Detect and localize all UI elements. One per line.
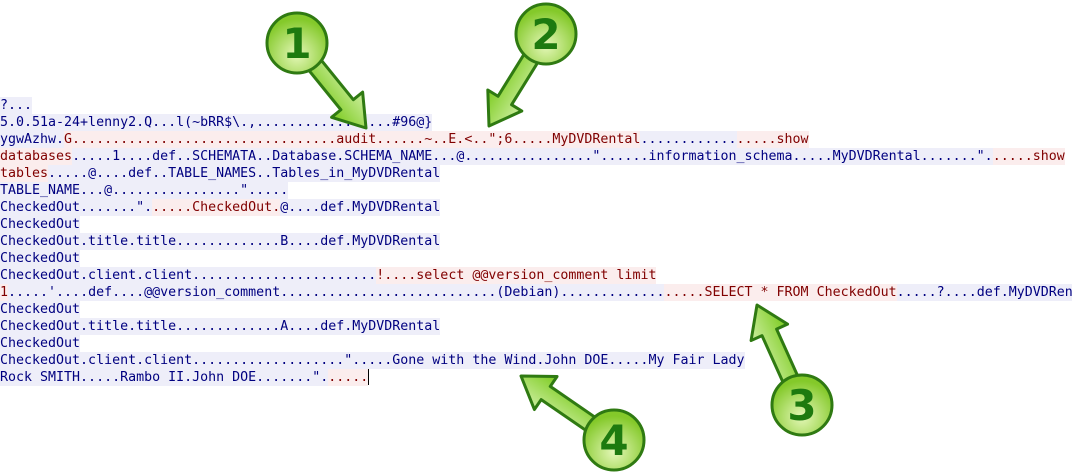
stream-line: CheckedOut......."......CheckedOut.@....… (0, 199, 1072, 216)
callout-number: 1 (282, 19, 311, 68)
callout-number: 4 (599, 416, 628, 465)
client-data-segment: ............ (640, 131, 737, 148)
client-data-segment: CheckedOut (0, 250, 81, 267)
client-data-segment: CheckedOut (0, 301, 81, 318)
stream-line: CheckedOut.title.title.............B....… (0, 233, 1072, 250)
client-data-segment: @....def.MyDVDRental (280, 199, 441, 216)
client-data-segment: .....1....def..SCHEMATA..Database.SCHEMA… (72, 148, 993, 165)
stream-line: databases.....1....def..SCHEMATA..Databa… (0, 148, 1072, 165)
callout-circle (514, 2, 578, 66)
client-data-segment: CheckedOut.client.client................… (0, 267, 377, 284)
stream-line: CheckedOut (0, 335, 1072, 352)
stream-line: ?... (0, 97, 1072, 114)
stream-line: CheckedOut (0, 250, 1072, 267)
server-data-segment: .....SELECT * FROM CheckedOut (664, 284, 897, 301)
client-data-segment: .....'....def....@@version_comment......… (8, 284, 665, 301)
client-data-segment: Rock SMITH.....Rambo II.John DOE......."… (0, 369, 329, 386)
callout-number: 3 (787, 381, 816, 430)
server-data-segment: tables (0, 165, 49, 182)
callout-4: 4 (519, 374, 646, 472)
server-data-segment: !....select @@version_comment limit (376, 267, 657, 284)
client-data-segment: CheckedOut.title.title.............B....… (0, 233, 441, 250)
client-data-segment: ygwAzhw. (0, 131, 65, 148)
client-data-segment: TABLE_NAME...@................"..... (0, 182, 289, 199)
stream-line: Rock SMITH.....Rambo II.John DOE......."… (0, 369, 1072, 386)
callout-circle (582, 408, 646, 472)
text-cursor (368, 369, 370, 385)
callout-circle (770, 373, 834, 437)
client-data-segment: CheckedOut.......". (0, 199, 153, 216)
stream-line: tables.....@....def..TABLE_NAMES..Tables… (0, 165, 1072, 182)
server-data-segment: ..... (328, 369, 369, 386)
stream-line: 5.0.51a-24+lenny2.Q...l(~bRR$\.,........… (0, 114, 1072, 131)
tcp-stream-content[interactable]: ?...5.0.51a-24+lenny2.Q...l(~bRR$\.,....… (0, 97, 1072, 386)
client-data-segment: CheckedOut (0, 216, 81, 233)
server-data-segment: G.................................audit.… (64, 131, 641, 148)
client-data-segment: ?... (0, 97, 33, 114)
client-data-segment: 5.0.51a-24+lenny2.Q...l(~bRR$\.,........… (0, 114, 433, 131)
stream-line: CheckedOut (0, 301, 1072, 318)
server-data-segment: .....CheckedOut. (152, 199, 281, 216)
stream-line: ygwAzhw.G...............................… (0, 131, 1072, 148)
server-data-segment: databases (0, 148, 73, 165)
server-data-segment: .....show (992, 148, 1065, 165)
stream-line: CheckedOut.client.client................… (0, 352, 1072, 369)
client-data-segment: CheckedOut (0, 335, 81, 352)
stream-line: CheckedOut.title.title.............A....… (0, 318, 1072, 335)
callout-1: 1 (265, 11, 368, 130)
arrow-icon (519, 374, 604, 437)
stream-line: CheckedOut.client.client................… (0, 267, 1072, 284)
client-data-segment: CheckedOut.client.client................… (0, 352, 745, 369)
server-data-segment: 1 (0, 284, 9, 301)
client-data-segment: .....@....def..TABLE_NAMES..Tables_in_My… (48, 165, 441, 182)
callout-number: 2 (531, 10, 560, 59)
server-data-segment: .....show (736, 131, 809, 148)
stream-line: CheckedOut (0, 216, 1072, 233)
callout-circle (265, 11, 329, 75)
callout-3: 3 (749, 303, 834, 437)
stream-line: 1.....'....def....@@version_comment.....… (0, 284, 1072, 301)
client-data-segment: CheckedOut.title.title.............A....… (0, 318, 441, 335)
stream-line: TABLE_NAME...@................"..... (0, 182, 1072, 199)
callout-2: 2 (486, 2, 578, 128)
client-data-segment: .....?....def.MyDVDRental (896, 284, 1072, 301)
